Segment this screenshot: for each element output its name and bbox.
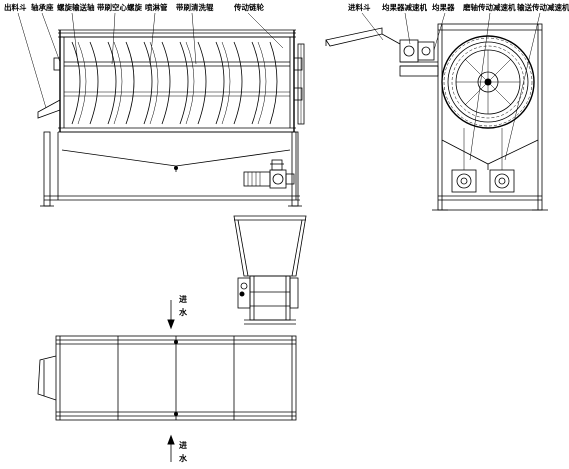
- water-inlet-top-char-2: 水: [178, 307, 188, 317]
- side-bottom-motors: [451, 128, 515, 193]
- water-inlet-top-char-1: 进: [179, 294, 187, 304]
- label-brush-reducer: 磨轴传动减速机: [462, 2, 516, 12]
- label-drive-chain: 传动链轮: [233, 2, 264, 12]
- front-view: [37, 29, 305, 207]
- side-view: [325, 23, 548, 211]
- plan-view: [37, 335, 297, 421]
- label-bearing-seat: 轴承座: [31, 2, 54, 12]
- water-inlet-top: 进 水: [167, 294, 188, 330]
- label-conveyor-reducer: 输送传动减速机: [517, 2, 569, 12]
- label-discharge-hopper: 出料斗: [4, 2, 27, 12]
- label-feed-hopper: 进料斗: [348, 2, 371, 12]
- label-hollow-spiral: 带刷空心螺旋: [97, 2, 142, 12]
- label-spray-pipe: 喷淋管: [145, 2, 168, 12]
- water-inlet-bottom-char-1: 进: [179, 440, 187, 450]
- label-clean-brush: 带刷清洗辊: [176, 2, 214, 12]
- callout-labels: 出料斗 轴承座 螺旋输送轴 带刷空心螺旋 喷淋管 带刷清洗辊 传动链轮 进料斗 …: [4, 2, 569, 161]
- side-top-reducer: [399, 39, 439, 77]
- label-spiral-conveyor: 螺旋输送轴: [57, 2, 95, 12]
- water-inlet-bottom: 进 水: [167, 434, 188, 463]
- hopper-view: [233, 215, 307, 325]
- spiral-brush-arcs: [71, 41, 278, 125]
- front-motor-unit: [243, 159, 295, 189]
- water-inlet-bottom-char-2: 水: [178, 453, 188, 463]
- label-fruit-uniformer: 均果器: [432, 2, 455, 12]
- label-fruit-reducer: 均果器减速机: [382, 2, 427, 12]
